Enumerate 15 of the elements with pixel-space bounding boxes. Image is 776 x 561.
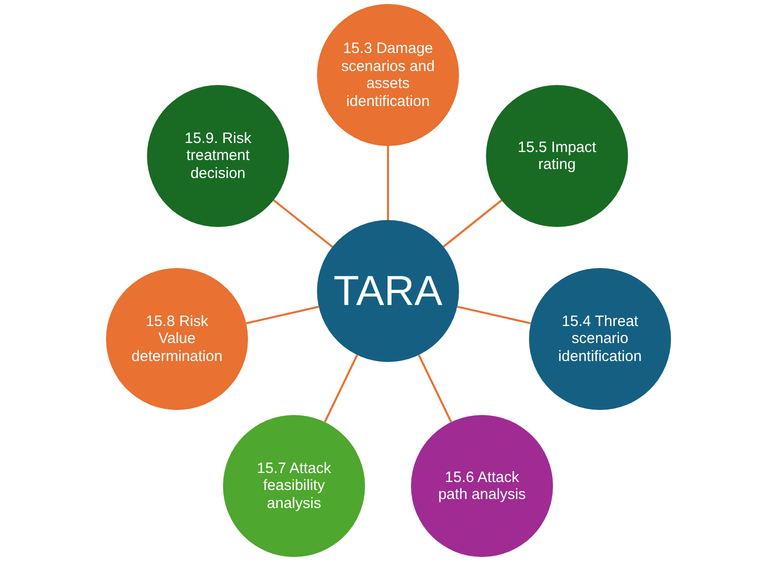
step-label: 15.9. Risk treatment decision: [184, 130, 252, 182]
connector-line: [442, 200, 502, 248]
step-label: 15.6 Attack path analysis: [437, 468, 527, 504]
hub-label: TARA: [334, 267, 442, 315]
step-label: 15.8 Risk Value determination: [130, 312, 224, 366]
connector-line: [272, 199, 334, 248]
step-label: 15.7 Attack feasibility analysis: [256, 460, 332, 512]
step-label: 15.5 Impact rating: [516, 138, 598, 174]
step-label: 15.4 Threat scenario identification: [557, 312, 643, 366]
connector-line: [324, 354, 358, 422]
connector-line: [418, 354, 452, 422]
step-label: 15.3 Damage scenarios and assets identification: [340, 40, 436, 110]
connector-line: [387, 146, 389, 220]
connector-line: [246, 306, 319, 324]
connector-line: [457, 306, 531, 324]
